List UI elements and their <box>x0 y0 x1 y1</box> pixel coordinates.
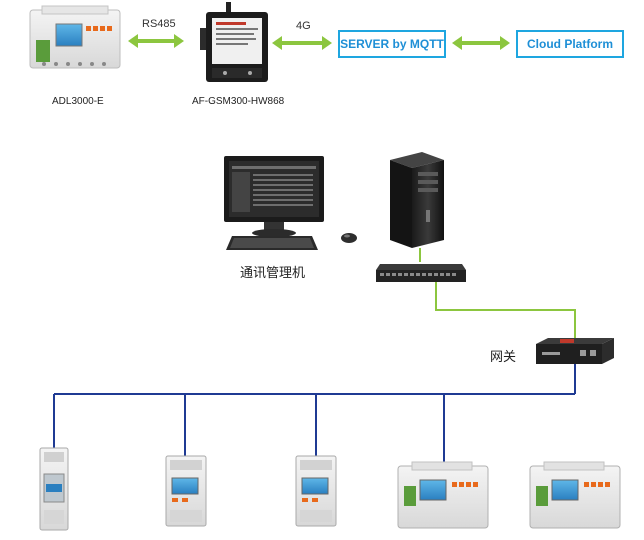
keyboard-image <box>226 236 318 250</box>
rs485-link-arrow <box>128 34 184 48</box>
rs485-bus <box>53 393 575 462</box>
4g-link-arrow <box>272 36 332 50</box>
din-meter-2-image <box>165 455 207 527</box>
three-phase-meter-1-image <box>397 461 489 529</box>
din-meter-1-image <box>39 447 69 531</box>
server-mqtt-box: SERVER by MQTT <box>338 30 446 58</box>
adl3000-meter-image <box>29 5 121 69</box>
4g-label: 4G <box>296 20 311 32</box>
server-tower-image <box>390 152 444 248</box>
network-switch-image <box>376 264 466 282</box>
three-phase-meter-2-image <box>529 461 621 529</box>
mqtt-cloud-arrow <box>452 36 510 50</box>
rs485-label: RS485 <box>142 18 176 30</box>
gsm-gateway-label: AF-GSM300-HW868 <box>192 96 285 107</box>
monitor-image <box>224 156 324 237</box>
gsm-gateway-image <box>200 2 268 82</box>
din-meter-3-image <box>295 455 337 527</box>
switch-gateway-link <box>435 282 576 338</box>
gateway-device-image <box>536 338 614 364</box>
cloud-platform-box: Cloud Platform <box>516 30 624 58</box>
mouse-image <box>341 233 357 243</box>
gateway-label: 网关 <box>490 350 517 365</box>
management-pc-label: 通讯管理机 <box>240 266 306 281</box>
adl3000-label: ADL3000-E <box>52 96 104 107</box>
